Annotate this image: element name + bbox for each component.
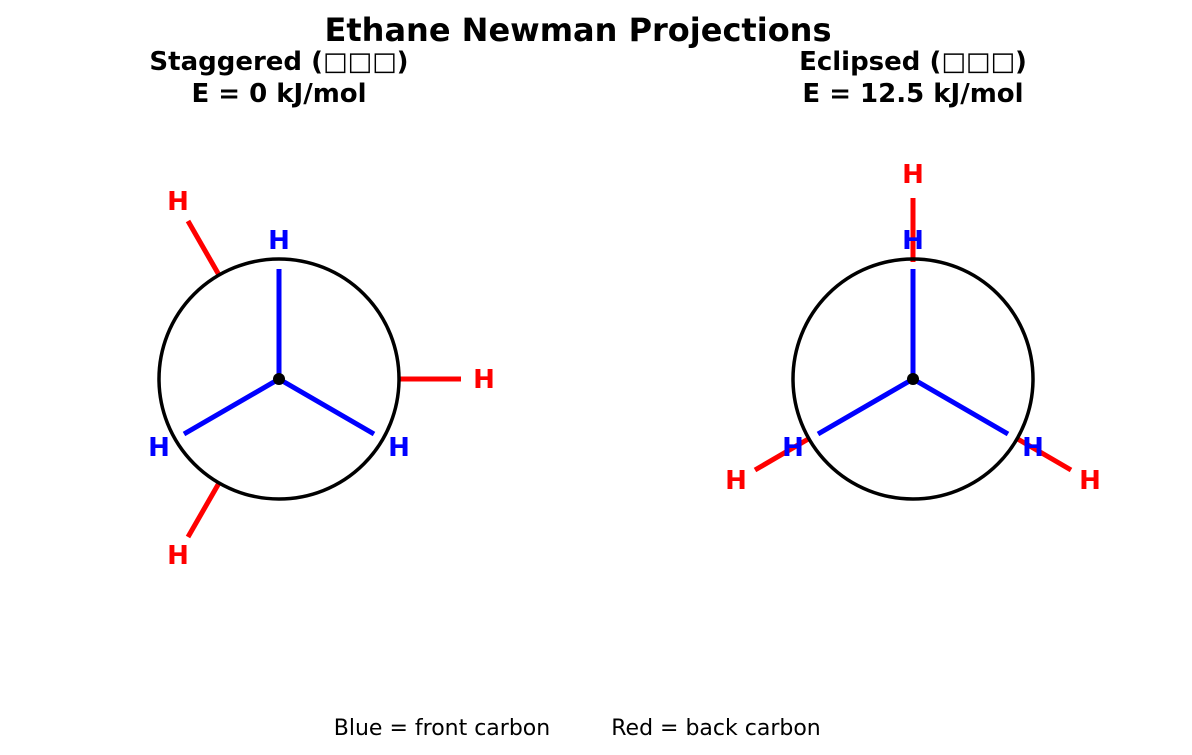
back-h-label: H: [1079, 466, 1101, 496]
staggered-panel: Staggered (□□□) E = 0 kJ/mol H H H H H H: [148, 47, 495, 571]
back-h-label: H: [473, 365, 495, 395]
front-h-label: H: [388, 433, 410, 463]
front-bond: [911, 376, 1010, 437]
staggered-label: Staggered (□□□): [149, 47, 408, 77]
back-bond: [753, 435, 812, 473]
front-bond: [182, 376, 281, 437]
eclipsed-energy: E = 12.5 kJ/mol: [802, 79, 1023, 109]
front-carbon-dot: [907, 373, 919, 385]
front-h-label: H: [1022, 433, 1044, 463]
back-bond: [185, 481, 222, 539]
page-title: Ethane Newman Projections: [325, 11, 832, 49]
back-bond: [185, 219, 222, 277]
back-bond: [1014, 435, 1073, 473]
front-carbon-dot: [273, 373, 285, 385]
staggered-energy: E = 0 kJ/mol: [191, 79, 366, 109]
back-h-label: H: [725, 466, 747, 496]
back-h-label: H: [902, 160, 924, 190]
back-carbon-circle: [157, 257, 401, 501]
back-h-label: H: [167, 187, 189, 217]
legend-front: Blue = front carbon: [334, 716, 550, 741]
front-bond: [277, 376, 376, 437]
front-h-label: H: [902, 226, 924, 256]
front-bond: [816, 376, 915, 437]
front-h-label: H: [268, 226, 290, 256]
front-h-label: H: [148, 433, 170, 463]
back-h-label: H: [167, 541, 189, 571]
legend-back: Red = back carbon: [611, 716, 820, 741]
eclipsed-panel: Eclipsed (□□□) E = 12.5 kJ/mol H H H H H…: [725, 47, 1101, 501]
back-carbon-circle: [791, 257, 1035, 501]
eclipsed-label: Eclipsed (□□□): [799, 47, 1027, 77]
front-h-label: H: [782, 433, 804, 463]
